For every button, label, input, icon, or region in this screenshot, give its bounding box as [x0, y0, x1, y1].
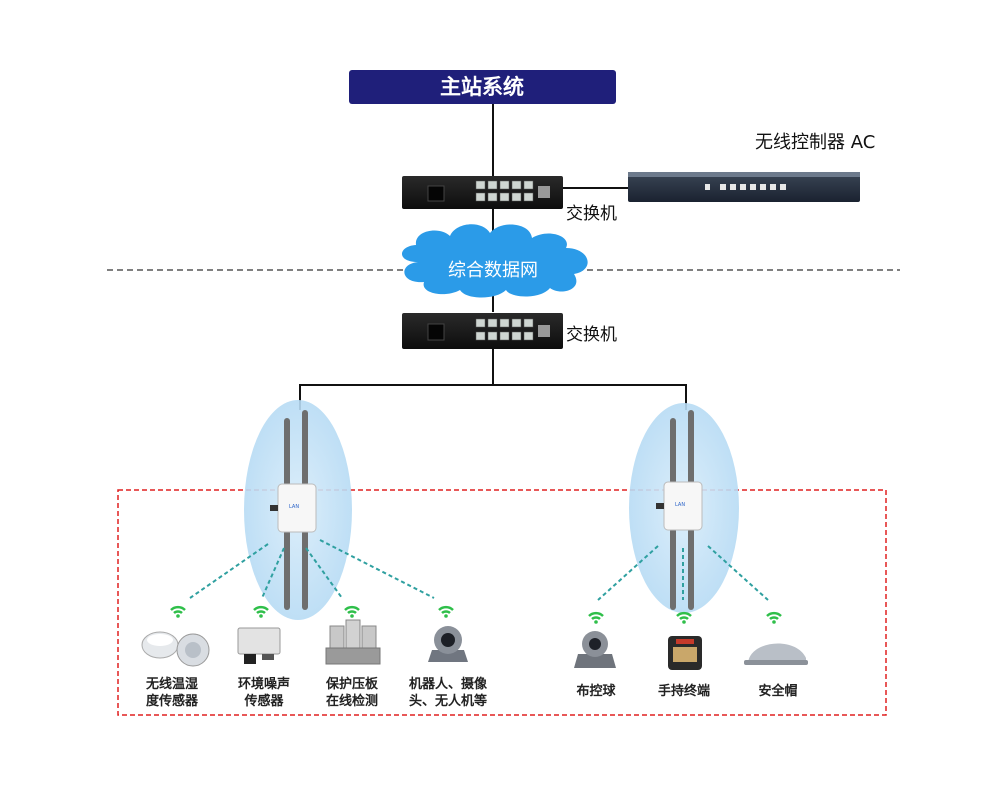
device-label: 传感器 [243, 693, 284, 709]
main-station-box: 主站系统 [349, 70, 616, 104]
safety-helmet-icon [744, 643, 808, 665]
access-point-left: LAN [270, 410, 317, 610]
handheld-terminal-icon [668, 636, 702, 670]
wireless-links [189, 539, 769, 601]
robot-camera-icon [428, 626, 468, 662]
data-network-cloud: 综合数据网 [402, 224, 588, 298]
device-labels: 无线温湿 度传感器 环境噪声 传感器 保护压板 在线检测 机器人、摄像 头、无人… [145, 676, 798, 709]
noise-sensor-icon [237, 627, 281, 664]
wifi-icon [588, 611, 604, 624]
device-label: 在线检测 [326, 693, 378, 709]
device-label: 度传感器 [146, 693, 199, 709]
ac-label: 无线控制器 AC [755, 132, 875, 153]
wifi-icon [344, 605, 360, 618]
device-label: 环境噪声 [238, 676, 290, 692]
wifi-icon [766, 611, 782, 624]
connection-lines [299, 104, 687, 410]
wifi-icon [253, 605, 269, 618]
svg-text:LAN: LAN [675, 502, 685, 508]
wifi-icon [438, 605, 454, 618]
device-label: 布控球 [576, 683, 616, 699]
cloud-label: 综合数据网 [448, 260, 538, 281]
device-label: 安全帽 [758, 683, 797, 699]
switch-top-label: 交换机 [566, 204, 617, 224]
access-point-right: LAN [656, 410, 703, 610]
protection-plate-detector-icon [325, 619, 381, 665]
wireless-devices-zone [117, 489, 887, 716]
switch-bottom-label: 交换机 [566, 325, 617, 345]
svg-text:LAN: LAN [289, 504, 299, 510]
main-station-label: 主站系统 [440, 75, 524, 99]
device-label: 保护压板 [325, 676, 379, 692]
wifi-icon [170, 605, 186, 618]
wifi-icon [676, 611, 692, 624]
device-label: 头、无人机等 [409, 693, 487, 709]
device-label: 无线温湿 [145, 676, 198, 692]
dome-camera-icon [574, 631, 616, 668]
device-label: 手持终端 [658, 683, 710, 699]
device-label: 机器人、摄像 [409, 676, 488, 692]
wireless-controller-ac [628, 172, 860, 202]
switch-bottom [402, 313, 563, 349]
temperature-humidity-sensor-icon [141, 631, 210, 667]
switch-top [402, 176, 563, 209]
